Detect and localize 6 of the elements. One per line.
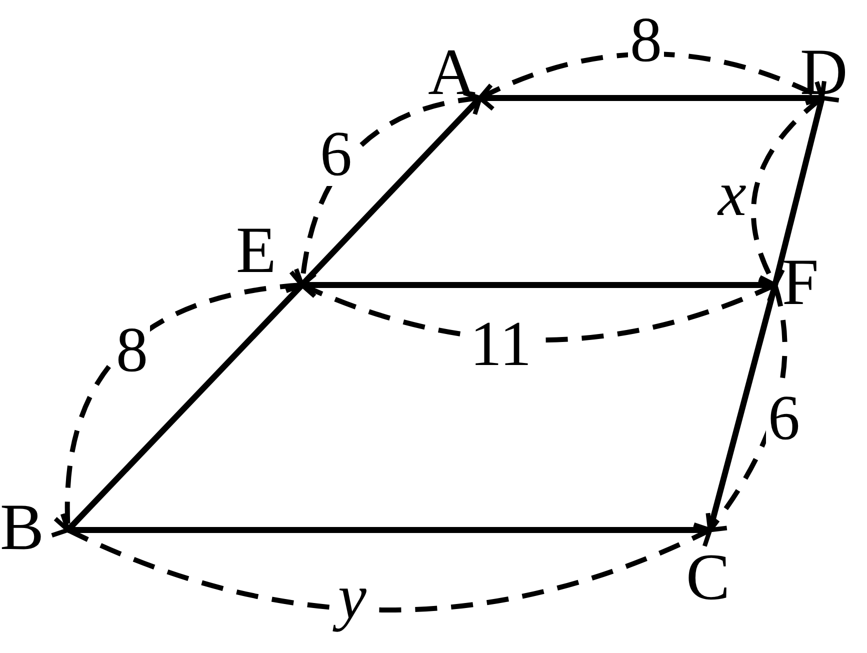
point-label: E bbox=[236, 218, 276, 284]
point-label: B bbox=[0, 495, 44, 561]
line-segment bbox=[772, 97, 825, 286]
point-label: C bbox=[686, 545, 730, 611]
point-label: F bbox=[782, 250, 819, 316]
point-label: A bbox=[428, 40, 476, 106]
